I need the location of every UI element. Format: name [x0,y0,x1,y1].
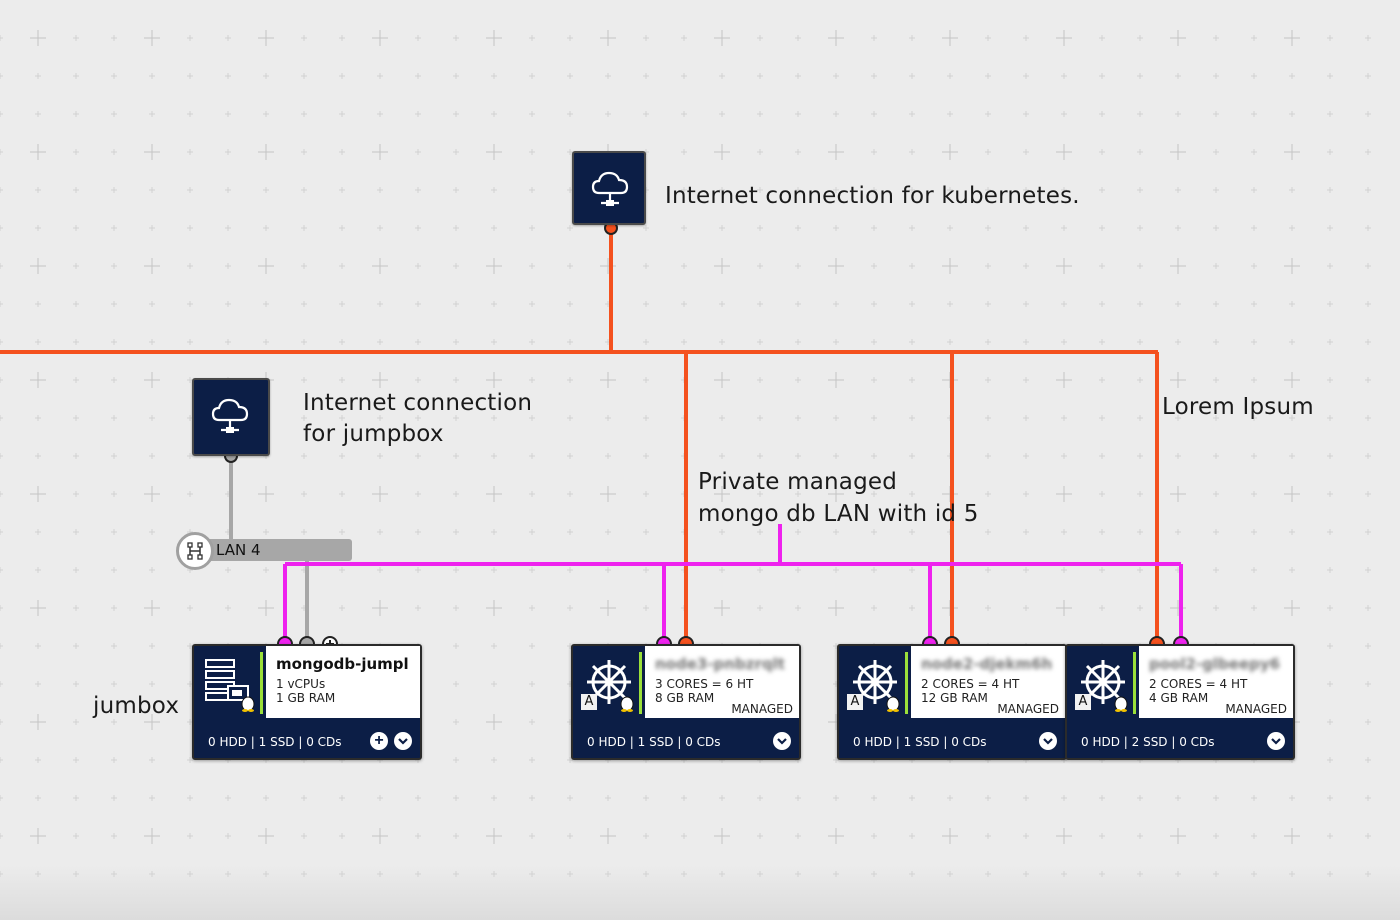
internet-node-jumpbox[interactable] [192,378,270,456]
server-cpu: 3 CORES = 6 HT [655,677,754,691]
status-indicator [260,652,263,714]
cloud-network-icon [211,398,249,433]
linux-tux-icon [620,696,634,712]
expand-button[interactable] [773,732,791,750]
server-rack-icon [194,646,264,716]
status-indicator [905,652,908,714]
server-info-panel[interactable]: mongodb-jumpl 1 vCPUs 1 GB RAM [266,646,420,718]
label-internet-jumpbox-line2: for jumpbox [303,421,444,447]
linux-tux-icon [886,696,900,712]
label-internet-jumpbox-line1: Internet connection [303,390,533,416]
server-card-node3[interactable]: A node3-pnbzrqlt 3 CORES = 6 HT 8 GB RAM… [571,644,801,760]
server-info-panel[interactable]: node3-pnbzrqlt 3 CORES = 6 HT 8 GB RAM M… [645,646,799,718]
canvas-bottom-shade [0,865,1400,920]
server-cpu: 2 CORES = 4 HT [1149,677,1248,691]
internet-node-kubernetes[interactable] [572,151,646,225]
managed-label: MANAGED [731,702,793,716]
lan4-bar[interactable] [190,539,352,561]
auto-badge: A [581,694,597,710]
server-storage: 0 HDD | 2 SSD | 0 CDs [1081,735,1215,749]
linux-tux-icon [241,696,255,712]
label-private-lan-line1: Private managed [698,469,898,495]
label-lorem-ipsum: Lorem Ipsum [1162,394,1314,420]
server-card-node2[interactable]: A node2-djekm6h 2 CORES = 4 HT 12 GB RAM… [837,644,1067,760]
label-jumbox: jumbox [93,693,180,719]
server-ram: 4 GB RAM [1149,691,1209,705]
add-storage-button[interactable]: + [370,732,388,750]
expand-button[interactable] [1039,732,1057,750]
lan4-label: LAN 4 [216,541,261,559]
status-indicator [639,652,642,714]
cloud-network-icon [591,171,629,206]
server-card-jumpbox[interactable]: mongodb-jumpl 1 vCPUs 1 GB RAM 0 HDD | 1… [192,644,422,760]
expand-button[interactable] [1267,732,1285,750]
server-name[interactable]: node2-djekm6h [921,655,1053,673]
public-lan-lines[interactable] [0,228,1159,643]
server-name[interactable]: pool2-glbeepy6 [1149,655,1281,673]
server-info-panel[interactable]: pool2-glbeepy6 2 CORES = 4 HT 4 GB RAM M… [1139,646,1293,718]
server-storage: 0 HDD | 1 SSD | 0 CDs [208,735,342,749]
auto-badge: A [847,694,863,710]
chevron-down-icon [1271,738,1281,745]
chevron-down-icon [777,738,787,745]
server-name[interactable]: mongodb-jumpl [276,655,409,673]
server-name[interactable]: node3-pnbzrqlt [655,655,785,673]
server-ram: 12 GB RAM [921,691,988,705]
label-internet-kubernetes: Internet connection for kubernetes. [665,183,1080,209]
linux-tux-icon [1114,696,1128,712]
label-private-lan-line2: mongo db LAN with id 5 [698,501,979,527]
private-lan-lines[interactable] [283,524,1183,643]
chevron-down-icon [1043,738,1053,745]
lan-hub-icon [176,532,214,570]
chevron-down-icon [398,738,408,745]
server-ram: 1 GB RAM [276,691,336,705]
kubernetes-helm-icon [1067,646,1137,716]
expand-button[interactable] [394,732,412,750]
kubernetes-helm-icon [573,646,643,716]
server-storage: 0 HDD | 1 SSD | 0 CDs [853,735,987,749]
server-info-panel[interactable]: node2-djekm6h 2 CORES = 4 HT 12 GB RAM M… [911,646,1065,718]
kubernetes-helm-icon [839,646,909,716]
server-cpu: 1 vCPUs [276,677,326,691]
server-card-pool2[interactable]: A pool2-glbeepy6 2 CORES = 4 HT 4 GB RAM… [1065,644,1295,760]
lan4-switch[interactable]: LAN 4 [176,532,352,570]
managed-label: MANAGED [1225,702,1287,716]
server-cpu: 2 CORES = 4 HT [921,677,1020,691]
lan4-lines[interactable] [229,456,309,643]
auto-badge: A [1075,694,1091,710]
managed-label: MANAGED [997,702,1059,716]
server-storage: 0 HDD | 1 SSD | 0 CDs [587,735,721,749]
server-ram: 8 GB RAM [655,691,715,705]
status-indicator [1133,652,1136,714]
